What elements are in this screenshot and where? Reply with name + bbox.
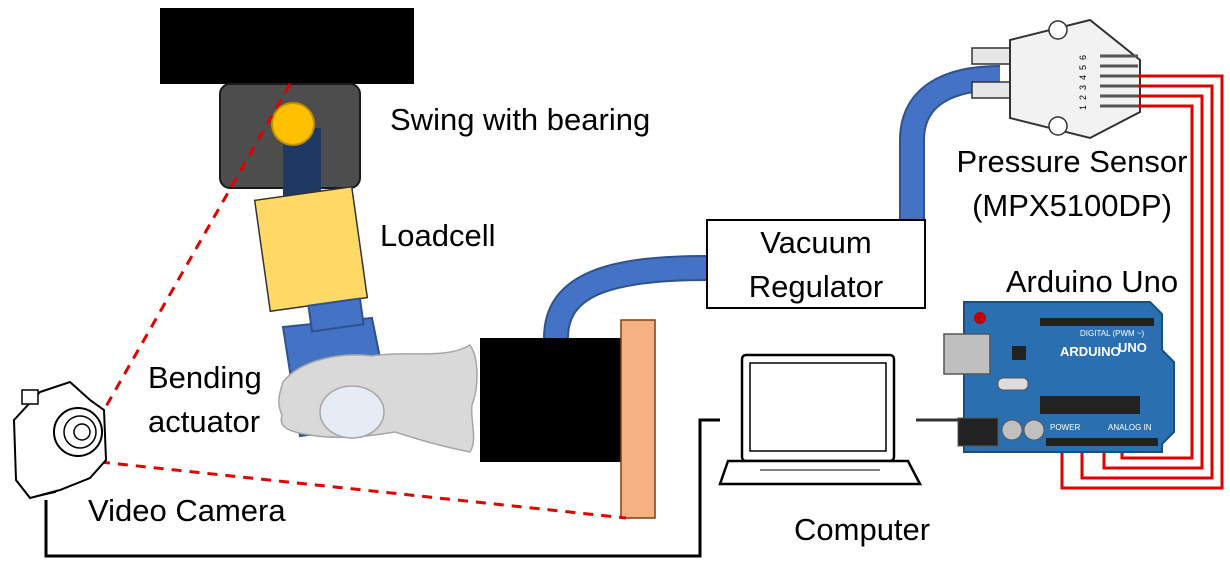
label-bending-line2: actuator xyxy=(148,404,260,439)
arduino-model-text: UNO xyxy=(1118,340,1147,355)
sensor-pin-6: 6 xyxy=(1078,55,1088,60)
label-loadcell: Loadcell xyxy=(380,218,495,253)
arduino-power-header: POWER xyxy=(1050,423,1080,432)
loadcell-block xyxy=(253,185,369,313)
camera-view-line-top xyxy=(102,83,292,411)
camera-cable xyxy=(44,418,720,558)
sensor-pin-3: 3 xyxy=(1078,85,1088,90)
sensor-pin-1: 1 xyxy=(1078,105,1088,110)
arduino-logo-text: ARDUINO xyxy=(1060,344,1121,359)
label-video-camera: Video Camera xyxy=(88,493,286,528)
label-bending-line1: Bending xyxy=(148,360,262,395)
sensor-pin-5: 5 xyxy=(1078,65,1088,70)
label-pressure-sensor-line2: (MPX5100DP) xyxy=(972,188,1172,223)
vacuum-regulator-label-line2: Regulator xyxy=(749,269,883,304)
label-computer: Computer xyxy=(794,512,930,547)
laptop-icon xyxy=(718,353,923,486)
arduino-uno-board: ARDUINO UNO DIGITAL (PWM ~) POWER ANALOG… xyxy=(943,301,1175,453)
bearing-icon xyxy=(271,102,315,146)
video-camera-icon xyxy=(12,380,108,500)
swing-mount-block xyxy=(160,8,414,84)
arduino-analog-header: ANALOG IN xyxy=(1108,423,1152,432)
grasped-object-inner xyxy=(319,385,385,439)
arduino-digital-header: DIGITAL (PWM ~) xyxy=(1080,329,1145,338)
label-swing-with-bearing: Swing with bearing xyxy=(390,102,650,137)
pressure-sensor-icon: 1 2 3 4 5 6 xyxy=(971,18,1141,140)
chamber-plate xyxy=(620,319,656,519)
sensor-pin-4: 4 xyxy=(1078,75,1088,80)
vacuum-regulator-label-line1: Vacuum xyxy=(760,225,871,260)
vacuum-regulator-box xyxy=(706,219,926,309)
vacuum-chamber xyxy=(480,338,624,462)
sensor-pin-2: 2 xyxy=(1078,95,1088,100)
sensor-wires xyxy=(1060,74,1224,490)
label-arduino-uno: Arduino Uno xyxy=(1006,264,1178,299)
label-pressure-sensor-line1: Pressure Sensor xyxy=(957,144,1188,179)
camera-view-line-bottom xyxy=(99,460,627,520)
